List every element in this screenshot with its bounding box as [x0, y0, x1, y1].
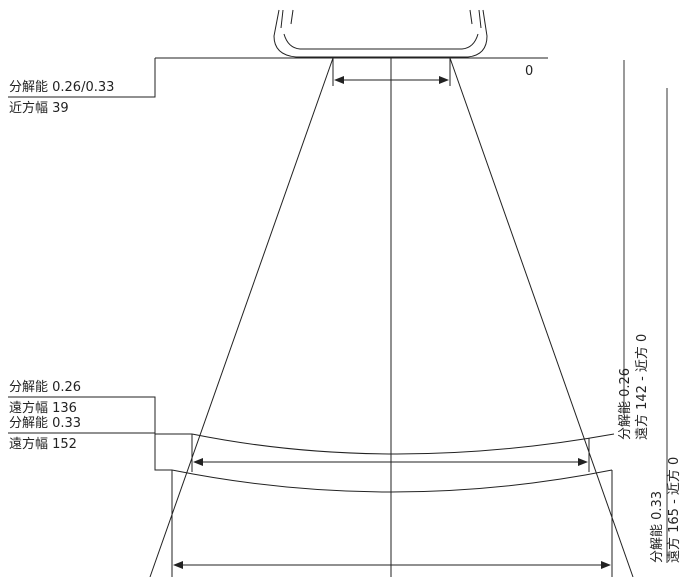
beam-edge-left: [149, 57, 334, 577]
side-scale-033-range: 遠方 165 - 近方 0: [666, 457, 682, 563]
far-field-033: [8, 432, 613, 577]
side-scale-026-resolution: 分解能 0.26: [618, 368, 633, 440]
far033-resolution-label: 分解能 0.33: [9, 416, 81, 431]
near-width-dimension: [332, 58, 451, 86]
far026-resolution-label: 分解能 0.26: [9, 380, 81, 395]
barcode-scanner-head-icon: [273, 9, 488, 58]
side-scale-026-range: 遠方 142 - 近方 0: [634, 334, 650, 440]
zero-distance-label: 0: [525, 64, 533, 79]
side-scale-033-resolution: 分解能 0.33: [650, 491, 665, 563]
near-width-label: 近方幅 39: [9, 100, 69, 116]
far-field-026: [8, 396, 615, 472]
beam-edge-right: [449, 57, 634, 577]
far033-width-label: 遠方幅 152: [9, 436, 77, 452]
far026-width-label: 遠方幅 136: [9, 400, 77, 416]
near-label-leader: [8, 58, 156, 98]
near-resolution-label: 分解能 0.26/0.33: [9, 80, 114, 95]
